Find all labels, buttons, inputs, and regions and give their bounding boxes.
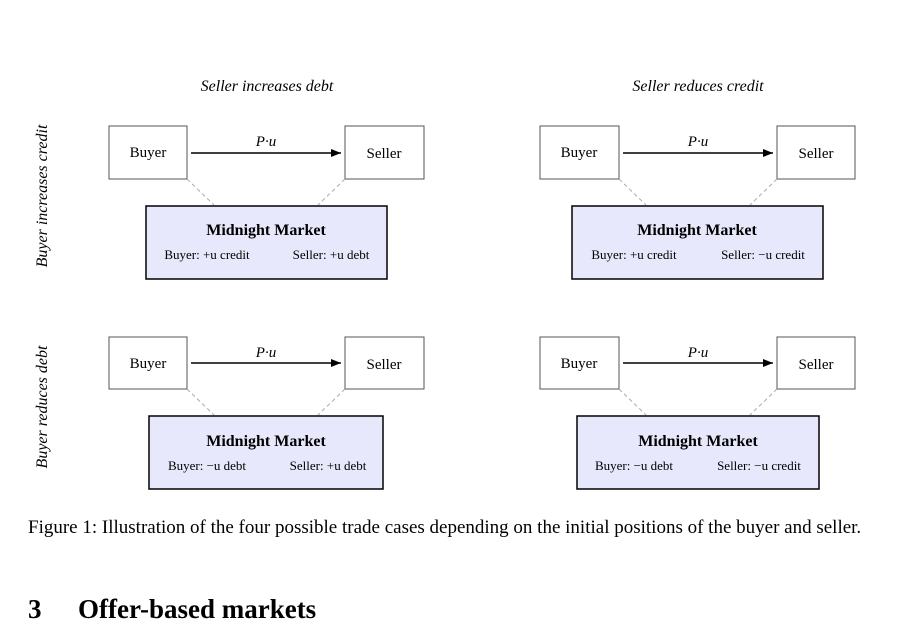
seller-label: Seller [367, 146, 402, 162]
trade-cases-figure: Seller increases debt Seller reduces cre… [34, 78, 856, 490]
price-label: P·u [687, 345, 708, 361]
figure-caption: Figure 1: Illustration of the four possi… [28, 517, 862, 538]
buyer-box [108, 336, 188, 390]
seller-connector [317, 178, 346, 206]
market-title: Midnight Market [206, 433, 326, 450]
price-label: P·u [255, 134, 276, 150]
seller-label: Seller [799, 146, 834, 162]
trade-case-panel: Buyer Seller P·u Midnight Market Buyer: … [539, 336, 856, 490]
seller-box [344, 125, 425, 180]
buyer-connector [618, 388, 647, 416]
buyer-effect: Buyer: +u credit [164, 247, 250, 262]
trade-case-panel: Buyer Seller P·u Midnight Market Buyer: … [108, 125, 425, 280]
market-box [148, 415, 384, 490]
buyer-effect: Buyer: +u credit [591, 247, 677, 262]
seller-label: Seller [799, 357, 834, 373]
buyer-box [539, 336, 620, 390]
seller-effect: Seller: +u debt [290, 458, 367, 473]
seller-effect: Seller: −u credit [721, 247, 805, 262]
seller-connector [749, 388, 778, 416]
buyer-effect: Buyer: −u debt [168, 458, 246, 473]
column-header-seller-increases-debt: Seller increases debt [201, 78, 334, 95]
seller-connector [317, 388, 346, 416]
market-box [145, 205, 388, 280]
buyer-box [108, 125, 188, 180]
section-number: 3 [28, 594, 42, 624]
price-label: P·u [255, 345, 276, 361]
buyer-effect: Buyer: −u debt [595, 458, 673, 473]
buyer-label: Buyer [561, 356, 598, 372]
seller-box [776, 336, 856, 390]
buyer-connector [618, 178, 647, 206]
market-box [576, 415, 820, 490]
seller-label: Seller [367, 357, 402, 373]
price-label: P·u [687, 134, 708, 150]
market-title: Midnight Market [638, 433, 758, 450]
row-header-buyer-increases-credit: Buyer increases credit [34, 124, 51, 267]
market-title: Midnight Market [206, 222, 326, 239]
seller-connector [749, 178, 778, 206]
market-title: Midnight Market [637, 222, 757, 239]
buyer-connector [186, 178, 215, 206]
seller-box [344, 336, 425, 390]
buyer-label: Buyer [130, 356, 167, 372]
column-header-seller-reduces-credit: Seller reduces credit [632, 78, 764, 95]
seller-effect: Seller: +u debt [293, 247, 370, 262]
row-header-buyer-reduces-debt: Buyer reduces debt [34, 345, 51, 468]
seller-effect: Seller: −u credit [717, 458, 801, 473]
trade-case-panel: Buyer Seller P·u Midnight Market Buyer: … [539, 125, 856, 280]
buyer-label: Buyer [561, 145, 598, 161]
buyer-box [539, 125, 620, 180]
section-heading: 3 Offer-based markets [28, 594, 316, 625]
buyer-label: Buyer [130, 145, 167, 161]
market-box [571, 205, 824, 280]
seller-box [776, 125, 856, 180]
buyer-connector [186, 388, 215, 416]
trade-case-panel: Buyer Seller P·u Midnight Market Buyer: … [108, 336, 425, 490]
section-title: Offer-based markets [78, 594, 317, 624]
